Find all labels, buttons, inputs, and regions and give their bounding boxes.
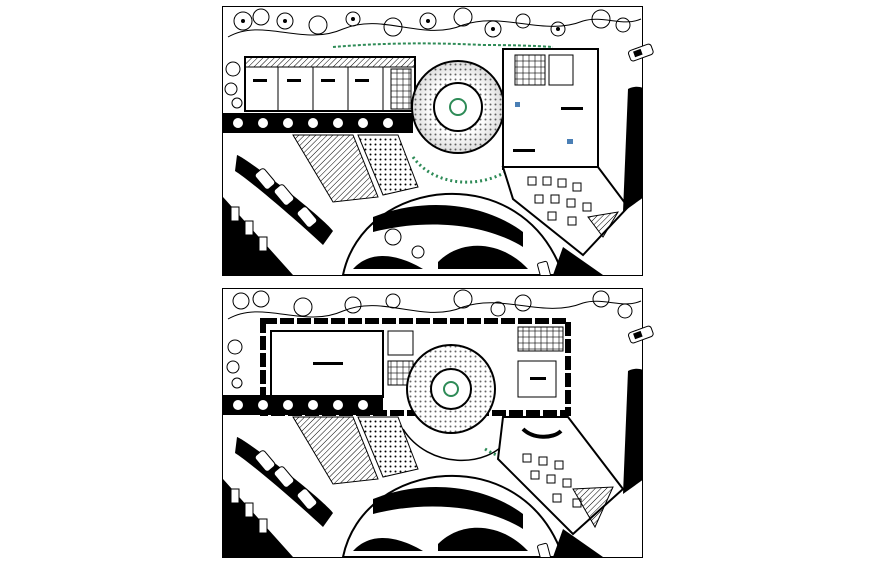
tree-row-top (227, 7, 642, 48)
car-icon (254, 450, 318, 510)
dining-terrace (501, 166, 630, 257)
site-plan-lower-drawing (223, 289, 642, 557)
dining-terrace (496, 416, 625, 536)
shrub-cluster-left (224, 61, 243, 109)
garden-strips (292, 416, 419, 485)
parking-area-left (223, 437, 333, 557)
table-set-icon (527, 176, 592, 226)
road-east (537, 368, 642, 557)
garden-strips (292, 134, 419, 203)
tree-icon (232, 289, 633, 319)
table-set-icon (522, 453, 582, 508)
planting-band (223, 113, 413, 133)
site-plan-lower (222, 288, 643, 558)
site-plan-upper-drawing (223, 7, 642, 275)
site-plan-upper (222, 6, 643, 276)
central-lawn (341, 193, 565, 275)
building-wing-east (502, 48, 599, 170)
building-wing-west (244, 56, 416, 112)
car-icon (254, 168, 318, 228)
tree-icon (233, 7, 631, 38)
parking-area-left (223, 155, 333, 275)
shrub-cluster-left (226, 339, 243, 389)
tree-row-top (227, 289, 642, 320)
road-east (537, 86, 642, 275)
car-icon (628, 43, 654, 62)
round-building-icon (411, 60, 525, 184)
central-lawn (341, 475, 565, 557)
car-icon (628, 325, 654, 344)
planting-band (223, 395, 383, 415)
round-building-icon (402, 344, 514, 461)
